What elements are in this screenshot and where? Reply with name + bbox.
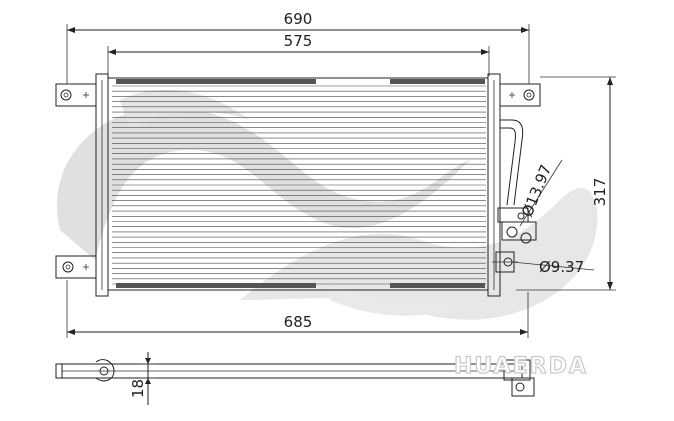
condenser-core [107, 77, 489, 291]
core-tubes [112, 85, 486, 285]
outlet-diameter-label: Ø9.37 [539, 258, 584, 276]
dimension-core-width: 575 [107, 32, 490, 76]
fin-strip [116, 283, 316, 288]
side-view: 18 [55, 352, 535, 405]
dimension-bottom-width-label: 685 [284, 313, 313, 331]
dimension-height: 317 [516, 76, 616, 291]
dimension-overall-width-label: 690 [284, 10, 313, 28]
bracket-bottom-left [55, 255, 97, 279]
bracket-top-right [499, 83, 541, 107]
fin-strips [116, 79, 485, 288]
dimension-thickness-label: 18 [129, 379, 147, 398]
brand-watermark: HUAERDA [454, 354, 588, 379]
dimension-overall-width: 690 [66, 10, 530, 84]
fin-strip [116, 79, 316, 84]
leader-outlet-diameter: Ø9.37 [511, 258, 595, 276]
inlet-pipe [497, 119, 537, 244]
dimension-core-width-label: 575 [284, 32, 313, 50]
bracket-top-left [55, 83, 97, 107]
dimension-bottom-width: 685 [66, 280, 529, 338]
dimension-height-label: 317 [591, 178, 609, 207]
fin-strip [390, 283, 485, 288]
fin-strip [390, 79, 485, 84]
